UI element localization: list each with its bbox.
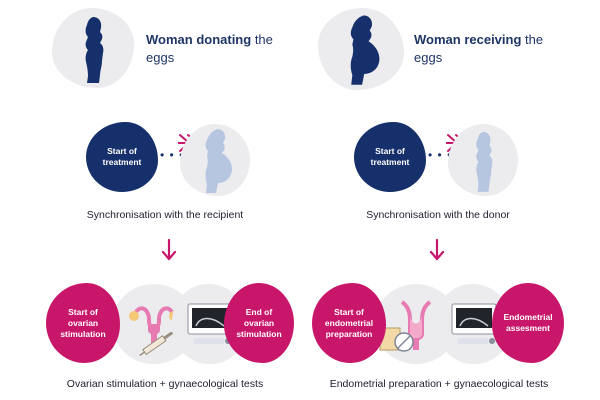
- recipient-title: Woman receiving the eggs: [414, 31, 574, 67]
- recipient-endometrial-assessment-blob: Endometrial assesment: [492, 283, 564, 363]
- ultrasound-monitor-icon: [187, 303, 233, 344]
- donor-step2-left-line3: stimulation: [60, 328, 106, 339]
- donor-start-stimulation-label: Start of ovarian stimulation: [60, 307, 105, 340]
- donor-step2-left-line1: Start of: [68, 306, 98, 317]
- recipient-target-blob: [448, 124, 518, 196]
- donor-target-blob: [180, 124, 250, 196]
- donor-dots: • • •: [160, 148, 185, 162]
- recipient-step2-caption: Endometrial preparation + gynaecological…: [329, 378, 549, 390]
- recipient-start-preparation-label: Start of endometrial preparation: [325, 307, 373, 340]
- recipient-start-preparation-blob: Start of endometrial preparation: [312, 283, 386, 363]
- donor-end-stimulation-label: End of ovarian stimulation: [236, 307, 281, 340]
- recipient-avatar-blob: [318, 8, 404, 90]
- donor-avatar-blob: [52, 8, 134, 88]
- recipient-step2-right-line2: assesment: [506, 323, 550, 333]
- recipient-step1-line1: Start of: [375, 146, 405, 156]
- arrow-down-icon: [428, 238, 446, 262]
- recipient-step1-line2: treatment: [370, 157, 410, 167]
- recipient-title-rest1: the: [521, 32, 544, 47]
- recipient-title-bold: Woman receiving: [414, 32, 522, 47]
- recipient-step2-left-line1: Start of: [334, 306, 364, 317]
- woman-silhouette-icon: [476, 131, 493, 192]
- recipient-step2-left-line2: endometrial: [324, 317, 374, 328]
- recipient-start-treatment-blob: Start of treatment: [354, 122, 426, 192]
- donor-start-treatment-blob: Start of treatment: [86, 122, 158, 192]
- donor-title-rest2: eggs: [146, 50, 175, 65]
- donor-end-stimulation-blob: End of ovarian stimulation: [224, 283, 294, 363]
- recipient-step2-right-line1: Endometrial: [503, 312, 553, 322]
- donor-step1-caption: Synchronisation with the recipient: [86, 209, 244, 221]
- recipient-step2-left-line3: preparation: [325, 328, 373, 339]
- donor-step2-caption: Ovarian stimulation + gynaecological tes…: [66, 378, 264, 390]
- donor-step1-line2: treatment: [102, 157, 142, 167]
- ultrasound-monitor-icon: [451, 303, 497, 344]
- donor-step1-line1: Start of: [107, 146, 137, 156]
- recipient-step1-caption: Synchronisation with the donor: [366, 209, 510, 221]
- donor-step2-right-line2: ovarian: [243, 317, 275, 328]
- pregnant-woman-icon: [205, 129, 232, 193]
- recipient-dots: • • •: [428, 148, 453, 162]
- pregnant-woman-icon: [350, 15, 380, 85]
- woman-silhouette-icon: [85, 17, 104, 83]
- donor-step2-right-line1: End of: [245, 306, 273, 317]
- syringe-icon: [134, 332, 178, 356]
- donor-step2-left-line2: ovarian: [67, 317, 99, 328]
- recipient-title-rest2: eggs: [414, 50, 443, 65]
- arrow-down-icon: [160, 238, 178, 262]
- donor-start-treatment-label: Start of treatment: [103, 146, 142, 168]
- donor-title: Woman donating the eggs: [146, 31, 306, 67]
- recipient-start-treatment-label: Start of treatment: [371, 146, 410, 168]
- donor-step2-right-line3: stimulation: [236, 328, 282, 339]
- donor-title-bold: Woman donating: [146, 32, 252, 47]
- uterus-icon: [400, 300, 432, 350]
- donor-start-stimulation-blob: Start of ovarian stimulation: [46, 283, 120, 363]
- recipient-endometrial-assessment-label: Endometrial assesment: [503, 312, 552, 334]
- donor-title-rest1: the: [251, 32, 273, 47]
